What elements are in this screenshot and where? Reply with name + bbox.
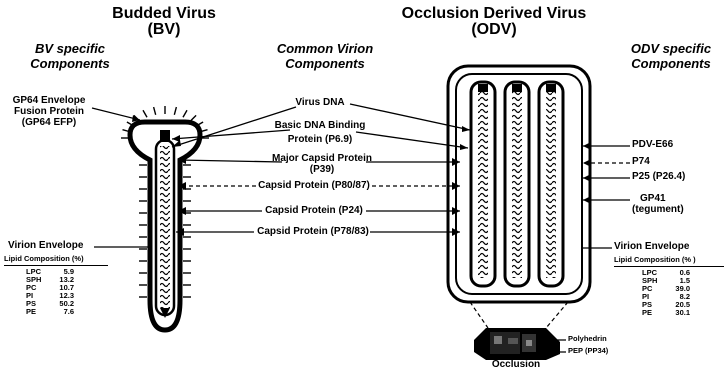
capsid-p80-label: Capsid Protein (P80/87) (254, 181, 374, 192)
common-heading: Common Virion (250, 42, 400, 56)
odv-lipid-divider (614, 266, 724, 267)
gp41-label: GP41 (640, 194, 666, 205)
bv-specific-heading-2: Components (0, 57, 140, 71)
common-heading-2: Components (250, 57, 400, 71)
bv-lipid-title: Lipid Composition (%) (4, 255, 84, 263)
virus-dna-label: Virus DNA (270, 98, 370, 109)
odv-dna (478, 92, 488, 278)
odv-lipid-lipid-value: 30.1 (657, 309, 690, 317)
gp64-spike (183, 110, 187, 117)
odv-capsid-cap (546, 84, 556, 92)
bv-lipid-lipid-value: 7.6 (41, 308, 74, 316)
bv-lipid-divider (4, 265, 108, 266)
odv-specific-heading: ODV specific (614, 42, 728, 56)
odv-abbr: (ODV) (384, 22, 604, 39)
odv-dna (546, 92, 556, 278)
bv-specific-heading: BV specific (0, 42, 140, 56)
gp64-label: GP64 Envelope (4, 96, 94, 107)
basic-dna-label-2: Protein (P6.9) (268, 135, 372, 146)
odv-specific-heading-2: Components (614, 57, 728, 71)
odv-particle (448, 66, 590, 302)
capsid-p78-label: Capsid Protein (P78/83) (252, 227, 374, 238)
odv-lipid-lipid-name: PE (642, 309, 657, 317)
odv-capsid-cap (478, 84, 488, 92)
gp64-label-3: (GP64 EFP) (4, 118, 94, 129)
pdv-e66-label: PDV-E66 (632, 140, 673, 151)
major-capsid-label-2: (P39) (264, 165, 380, 176)
bv-envelope-label: Virion Envelope (8, 241, 83, 252)
gp64-label-2: Fusion Protein (4, 107, 94, 118)
odv-capsid-cap (512, 84, 522, 92)
odv-dna (512, 92, 522, 278)
major-capsid-label: Major Capsid Protein (264, 154, 380, 165)
polyhedrin-label: Polyhedrin (568, 335, 607, 343)
occlusion-label: Occlusion (476, 360, 556, 371)
p25-label: P25 (P26.4) (632, 172, 685, 183)
odv-lipid-title: Lipid Composition (% ) (614, 256, 696, 264)
gp41-label-2: (tegument) (632, 205, 684, 216)
occlusion-body (474, 328, 560, 360)
basic-dna-label: Basic DNA Binding (268, 121, 372, 132)
gp64-spike (154, 107, 156, 115)
gp64-spike (174, 107, 176, 115)
capsid-p24-label: Capsid Protein (P24) (254, 206, 374, 217)
p74-label: P74 (632, 157, 650, 168)
gp64-spike (143, 110, 147, 117)
pep-label: PEP (PP34) (568, 347, 608, 355)
bv-lipid-lipid-name: PE (26, 308, 41, 316)
odv-envelope-label: Virion Envelope (614, 242, 689, 253)
bv-abbr: (BV) (104, 22, 224, 39)
